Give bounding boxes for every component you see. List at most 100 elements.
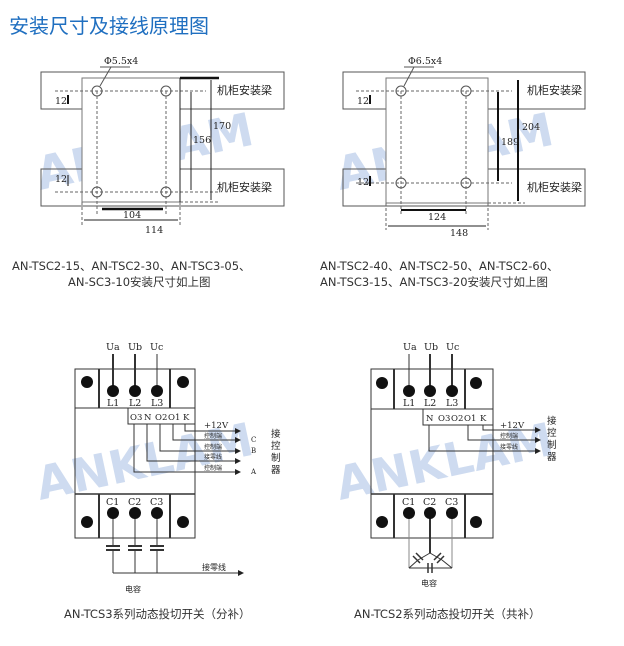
capacitor-label: 电容 — [421, 578, 437, 588]
wiring1-caption: AN-TCS3系列动态投切开关（分补） — [64, 607, 251, 621]
hole-label: Φ5.5x4 — [104, 56, 138, 67]
terminal-c3 — [151, 507, 163, 519]
screw-icon — [81, 376, 93, 388]
mounting-diagram-2 — [342, 66, 586, 230]
terminal-label: C3 — [150, 497, 163, 508]
controller-label: 器 — [271, 465, 281, 476]
terminal-c2 — [424, 507, 436, 519]
input-label: Uc — [150, 342, 163, 353]
neutral-label: 接零线 — [202, 562, 226, 572]
screw-icon — [470, 377, 482, 389]
screw-icon — [81, 516, 93, 528]
signal-label: 接零线 — [204, 453, 222, 461]
terminal-label: C2 — [423, 497, 436, 508]
signal-label: 控制端 — [204, 464, 222, 472]
terminal-label: L3 — [151, 398, 163, 409]
terminal-label: C3 — [445, 497, 458, 508]
signal-label: +12V — [204, 421, 229, 431]
hole-label: Φ6.5x4 — [408, 56, 442, 67]
terminal-c1 — [107, 507, 119, 519]
screw-icon — [376, 516, 388, 528]
mounting-diagram-1 — [40, 66, 285, 225]
caption-line: AN-SC3-10安装尺寸如上图 — [68, 275, 211, 289]
signal-label: 接零线 — [500, 443, 518, 451]
terminal-c3 — [446, 507, 458, 519]
wiring-diagram-2 — [370, 354, 541, 573]
signal-label: 控制端 — [500, 432, 518, 440]
caption-line: AN-TSC2-15、AN-TSC2-30、AN-TSC3-05、 — [12, 259, 251, 273]
dim-label: 124 — [428, 212, 446, 223]
beam-label: 机柜安装梁 — [217, 180, 272, 194]
mount-hole — [91, 85, 103, 97]
screw-icon — [470, 516, 482, 528]
terminal-dots — [81, 376, 189, 528]
dim-label: 170 — [213, 121, 231, 132]
input-label: Uc — [446, 342, 459, 353]
controller-label: 器 — [547, 452, 557, 463]
mount-hole — [395, 177, 407, 189]
dim-label: 12 — [357, 177, 369, 188]
terminal-label: N — [426, 414, 434, 424]
mount-hole — [91, 186, 103, 198]
mount-hole — [395, 85, 407, 97]
terminal-label: L1 — [403, 398, 415, 409]
dim-label: 12 — [55, 96, 67, 107]
output-label: C — [251, 436, 256, 444]
mount-hole — [460, 177, 472, 189]
terminal-label: L2 — [129, 398, 141, 409]
dim-label: 189 — [501, 137, 519, 148]
beam-label: 机柜安装梁 — [217, 83, 272, 97]
terminal-c1 — [403, 507, 415, 519]
terminal-l2 — [424, 385, 436, 397]
wiring-diagram-1 — [74, 354, 244, 576]
controller-label: 接 — [547, 415, 557, 427]
beam-label: 机柜安装梁 — [527, 180, 582, 194]
output-label: A — [250, 468, 257, 476]
terminal-label: C2 — [128, 497, 141, 508]
dim-label: 204 — [522, 122, 540, 133]
mount-hole — [460, 85, 472, 97]
signal-label: 控制端 — [204, 443, 222, 451]
terminal-label: C1 — [402, 497, 415, 508]
mount-hole — [160, 186, 172, 198]
terminal-label: O3 — [438, 414, 450, 424]
screw-icon — [376, 377, 388, 389]
terminal-l1 — [403, 385, 415, 397]
terminal-label: L3 — [446, 398, 458, 409]
mount1-caption: AN-TSC2-15、AN-TSC2-30、AN-TSC3-05、 AN-SC3… — [12, 258, 251, 290]
dim-label: 12 — [357, 96, 369, 107]
dim-label: 104 — [123, 210, 141, 221]
terminal-label: O3 — [130, 413, 142, 423]
controller-label: 制 — [271, 452, 281, 464]
terminal-label: O2 — [451, 414, 463, 424]
terminal-label: N — [144, 413, 152, 423]
input-label: Ub — [424, 342, 438, 353]
terminal-l3 — [446, 385, 458, 397]
terminal-label: O2 — [155, 413, 167, 423]
beam-label: 机柜安装梁 — [527, 83, 582, 97]
signal-label: 控制端 — [204, 432, 222, 440]
input-label: Ub — [128, 342, 142, 353]
page-title: 安装尺寸及接线原理图 — [9, 14, 209, 38]
input-label: Ua — [403, 342, 417, 353]
terminal-label: O1 — [464, 414, 476, 424]
dim-label: 156 — [193, 135, 211, 146]
mount2-caption: AN-TSC2-40、AN-TSC2-50、AN-TSC2-60、 AN-TSC… — [320, 258, 559, 290]
dim-label: 114 — [145, 225, 163, 236]
wiring2-caption: AN-TCS2系列动态投切开关（共补） — [354, 607, 541, 621]
signal-label: +12V — [500, 421, 525, 431]
controller-label: 接 — [271, 428, 281, 440]
terminal-c2 — [129, 507, 141, 519]
device-plate — [81, 77, 181, 203]
caption-line: AN-TSC3-15、AN-TSC3-20安装尺寸如上图 — [320, 275, 549, 289]
terminal-label: L1 — [107, 398, 119, 409]
mount-hole — [160, 85, 172, 97]
input-label: Ua — [106, 342, 120, 353]
terminal-label: L2 — [424, 398, 436, 409]
screw-icon — [177, 376, 189, 388]
terminal-label: K — [183, 413, 190, 423]
terminal-l3 — [151, 385, 163, 397]
terminal-label: K — [480, 414, 487, 424]
controller-label: 控 — [271, 440, 281, 452]
